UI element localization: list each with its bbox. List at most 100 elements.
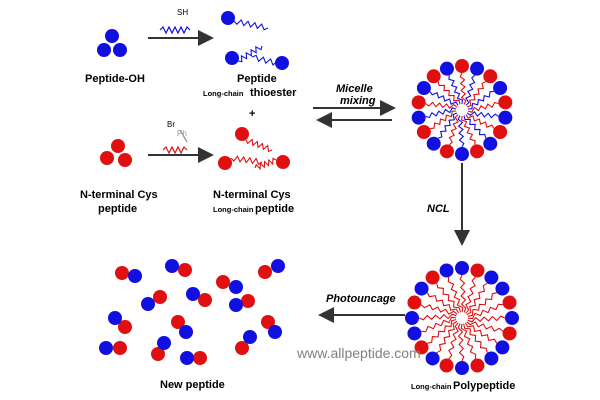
- new-peptide-red: [171, 315, 185, 329]
- micelle-head: [455, 361, 469, 375]
- thioester-head: [225, 51, 239, 65]
- new-peptide-red: [118, 320, 132, 334]
- micelle-head: [439, 263, 454, 278]
- micelle-chain: [418, 313, 457, 321]
- new-peptide-blue: [179, 325, 193, 339]
- cys-left-label-1: N-terminal Cys: [80, 189, 158, 201]
- micelle-chain: [467, 90, 495, 110]
- cys-ball: [111, 139, 125, 153]
- micelle-head: [405, 311, 419, 325]
- plus-sign: +: [249, 108, 255, 120]
- micelle-chain: [459, 72, 467, 105]
- micelle-chain: [437, 112, 458, 139]
- micelle-head: [455, 147, 469, 161]
- new-peptide-red: [261, 315, 275, 329]
- micelle-chain: [427, 319, 457, 344]
- cys-chain: [245, 138, 273, 153]
- micelle-chain: [447, 277, 464, 313]
- thioester-chain: [237, 45, 263, 63]
- micelle-chain: [466, 110, 499, 119]
- peptide-ball: [97, 43, 111, 57]
- micelle-head: [416, 81, 431, 95]
- cys-chain: [230, 155, 263, 166]
- peptide-ball: [113, 43, 127, 57]
- micelle-chain: [463, 323, 488, 353]
- micelle-head: [411, 95, 426, 110]
- new-peptide-red: [113, 341, 127, 355]
- cys-left-label-2: peptide: [98, 203, 137, 215]
- watermark: www.allpeptide.com: [296, 345, 421, 361]
- micelle-chain: [467, 292, 497, 317]
- micelle-chain: [459, 274, 467, 313]
- micelle-head: [426, 69, 441, 84]
- thioester-chain: [233, 18, 269, 31]
- micelle-head: [505, 311, 519, 325]
- mixed-micelle: [411, 59, 513, 161]
- micelle-chain: [464, 322, 498, 344]
- new-peptide-red: [258, 265, 272, 279]
- cys-long-chain-molecules: [218, 127, 290, 171]
- new-peptide-blue: [99, 341, 113, 355]
- micelle-head: [502, 326, 517, 341]
- brph-bond: [179, 129, 188, 143]
- ncl-label: NCL: [427, 203, 450, 215]
- new-peptide-blue: [186, 287, 200, 301]
- thioester-label-main: Peptide: [237, 73, 277, 85]
- new-peptide-red: [153, 290, 167, 304]
- new-peptide-blue: [229, 298, 243, 312]
- micelle-head: [498, 95, 513, 110]
- thioester-molecules: [221, 11, 289, 70]
- thioester-head: [221, 11, 235, 25]
- micelle-head: [455, 59, 469, 73]
- micelle-chain: [437, 81, 461, 105]
- micelle-chain: [448, 114, 459, 146]
- micelle-chain: [465, 74, 476, 106]
- sh-label: SH: [177, 8, 188, 17]
- micelle-chain: [436, 320, 458, 354]
- micelle-chain: [429, 91, 459, 106]
- sh-reagent-chain: [159, 25, 191, 35]
- micelle-chain: [448, 75, 463, 105]
- micelle-head: [484, 351, 499, 366]
- micelle-head: [470, 144, 485, 159]
- micelle-head: [425, 270, 440, 285]
- poly-label-prefix: Long-chain: [411, 382, 452, 391]
- new-peptide-red: [151, 347, 165, 361]
- micelle-head: [407, 295, 422, 310]
- new-peptide-blue: [108, 311, 122, 325]
- cys-right-label-1: N-terminal Cys: [213, 189, 291, 201]
- new-peptide-blue: [141, 297, 155, 311]
- new-peptide-blue: [157, 336, 171, 350]
- micelle-chain: [465, 114, 495, 129]
- photouncage-label: Photouncage: [326, 293, 396, 305]
- micelle-label-2: mixing: [340, 95, 376, 107]
- thioester-label-suffix: thioester: [250, 87, 297, 99]
- micelle-chain: [466, 282, 488, 316]
- micelle-head: [470, 263, 485, 278]
- micelle-chain: [421, 316, 457, 333]
- new-peptide-blue: [243, 330, 257, 344]
- micelle-head: [416, 125, 431, 139]
- cys-ball: [100, 151, 114, 165]
- micelle-head: [483, 69, 498, 84]
- micelle-chain: [457, 115, 465, 148]
- micelle-head: [455, 261, 469, 275]
- micelle-chain: [467, 101, 499, 113]
- micelle-chain: [429, 110, 457, 130]
- micelle-head: [439, 358, 454, 373]
- micelle-chain: [466, 321, 504, 332]
- micelle-head: [493, 125, 508, 139]
- thioester-chain: [251, 54, 289, 68]
- new-peptide-red: [193, 351, 207, 365]
- micelle-head: [495, 281, 510, 296]
- micelle-chain: [425, 107, 457, 119]
- cys-chain: [254, 157, 277, 171]
- thioester-label-prefix: Long-chain: [203, 89, 244, 98]
- new-peptide-red: [235, 341, 249, 355]
- cys-head: [235, 127, 249, 141]
- micelle-head: [414, 281, 429, 296]
- micelle-chain: [436, 283, 461, 313]
- micelle-chain: [466, 81, 487, 108]
- micelle-chain: [425, 101, 458, 110]
- micelle-head: [484, 270, 499, 285]
